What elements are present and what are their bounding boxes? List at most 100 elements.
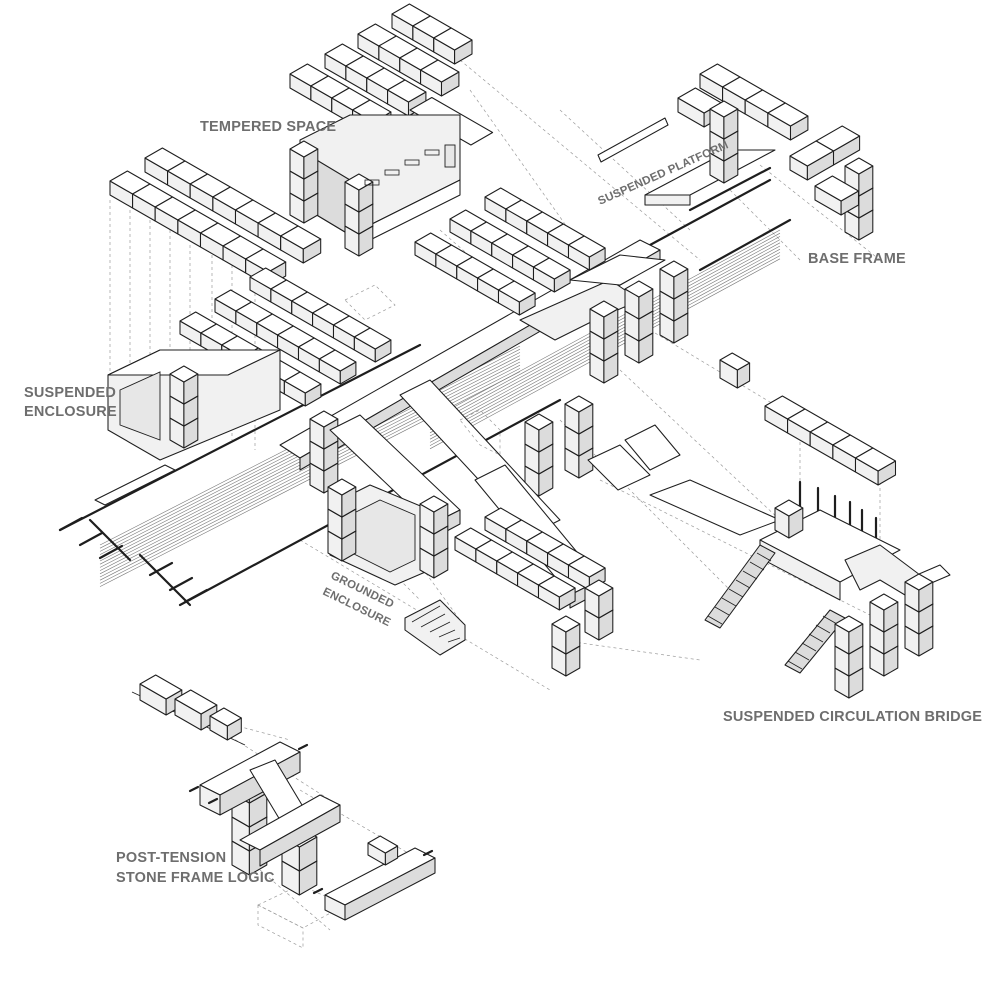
grounded-enclosure-component xyxy=(327,478,466,656)
column-block xyxy=(844,157,874,197)
block-face-top xyxy=(869,593,899,611)
column-block xyxy=(624,280,654,320)
beam-block xyxy=(280,225,322,264)
main-column xyxy=(659,260,689,344)
tendon-end xyxy=(297,743,309,751)
bench xyxy=(384,169,400,176)
column-block xyxy=(834,615,864,655)
bridge-top-beam xyxy=(764,395,897,486)
projection-line xyxy=(299,789,421,861)
rail-sleeper xyxy=(183,588,209,604)
block-face-top xyxy=(584,579,614,597)
beam-block xyxy=(420,59,460,97)
beam-block xyxy=(789,140,835,181)
platform-edge-bar xyxy=(597,117,669,163)
block-face-top xyxy=(353,327,392,350)
rail-edge xyxy=(698,218,792,272)
enclosure-column xyxy=(169,365,199,449)
beam-block xyxy=(497,280,536,316)
rail-sleeper xyxy=(78,531,104,547)
block-face-top xyxy=(659,260,689,278)
stair-step xyxy=(438,629,456,638)
column-block xyxy=(327,478,357,518)
enclosure-glass xyxy=(119,371,161,441)
block-face-top xyxy=(719,352,751,371)
projection-line xyxy=(559,639,701,661)
detached-roof-beams xyxy=(109,147,322,287)
beam-block xyxy=(532,257,571,293)
label-suspended-enclosure-line2: ENCLOSURE xyxy=(24,404,117,420)
bridge-step xyxy=(735,579,751,589)
block-face-top xyxy=(567,235,606,258)
stair-step xyxy=(447,637,461,643)
block-face-top xyxy=(420,59,460,83)
rail-end xyxy=(88,518,132,562)
block-face-top xyxy=(174,689,218,715)
post-tension-stone-frame-logic-component xyxy=(131,674,436,921)
rail-edge xyxy=(58,343,422,532)
bridge-column xyxy=(834,615,864,699)
bridge-step xyxy=(794,651,810,661)
floor-plate xyxy=(624,424,681,471)
block-face-top xyxy=(327,478,357,496)
column-block xyxy=(659,260,689,300)
block-face-top xyxy=(564,395,594,413)
beam-block xyxy=(767,102,809,141)
block-face-top xyxy=(367,835,399,854)
suspended-circulation-bridge-component xyxy=(704,395,951,699)
bridge-cap xyxy=(774,499,804,539)
block-face-top xyxy=(139,674,183,700)
main-station-frame xyxy=(179,187,781,677)
column-block xyxy=(584,579,614,619)
column-block xyxy=(904,573,934,613)
column-block xyxy=(419,495,449,535)
beam-block xyxy=(353,327,392,363)
block-face-top xyxy=(245,248,287,273)
beam-block xyxy=(283,371,322,407)
base-frame-arm xyxy=(789,125,861,181)
rail-edge xyxy=(648,178,772,247)
block-face-top xyxy=(551,615,581,633)
projection-line xyxy=(469,89,641,331)
block-face-top xyxy=(567,555,606,578)
projection-line xyxy=(219,729,331,801)
tempered-corner-column xyxy=(289,140,319,224)
tempered-corner-column xyxy=(344,173,374,257)
tendon-end xyxy=(422,849,434,857)
ghost-foundation-side xyxy=(257,904,304,949)
main-column xyxy=(309,410,339,494)
block-face-top xyxy=(344,173,374,191)
block-face-top xyxy=(537,575,576,598)
bench xyxy=(364,179,380,186)
label-suspended-enclosure-line1: SUSPENDED xyxy=(24,385,116,401)
tempered-roof-beam-1 xyxy=(391,3,473,65)
label-base-frame: BASE FRAME xyxy=(808,251,906,267)
base-frame-foot xyxy=(814,175,860,216)
floating-block xyxy=(719,352,751,389)
block-face-top xyxy=(283,371,322,394)
main-column xyxy=(589,300,619,384)
column-block xyxy=(869,593,899,633)
block-face-top xyxy=(387,79,427,103)
roof-beam-upper xyxy=(144,147,322,264)
bench xyxy=(424,149,440,156)
ghost-volume xyxy=(344,284,396,321)
bridge-step xyxy=(787,660,803,670)
block-face-top xyxy=(854,447,897,472)
bridge-step xyxy=(756,552,772,562)
column-block xyxy=(309,410,339,450)
stair-step xyxy=(411,605,441,623)
bridge-step xyxy=(808,633,824,643)
block-face-top xyxy=(624,280,654,298)
block-face-top xyxy=(419,495,449,513)
main-column xyxy=(524,413,554,497)
label-post-tension-line1: POST-TENSION xyxy=(116,850,226,866)
bridge-step xyxy=(822,615,838,625)
tendon-end xyxy=(207,797,219,805)
main-column xyxy=(564,395,594,479)
platform-rail xyxy=(688,166,772,212)
bridge-step xyxy=(742,570,758,580)
tempered-space-component xyxy=(289,3,494,257)
projection-line xyxy=(459,59,701,261)
tempered-roof-beam-2 xyxy=(357,23,460,97)
